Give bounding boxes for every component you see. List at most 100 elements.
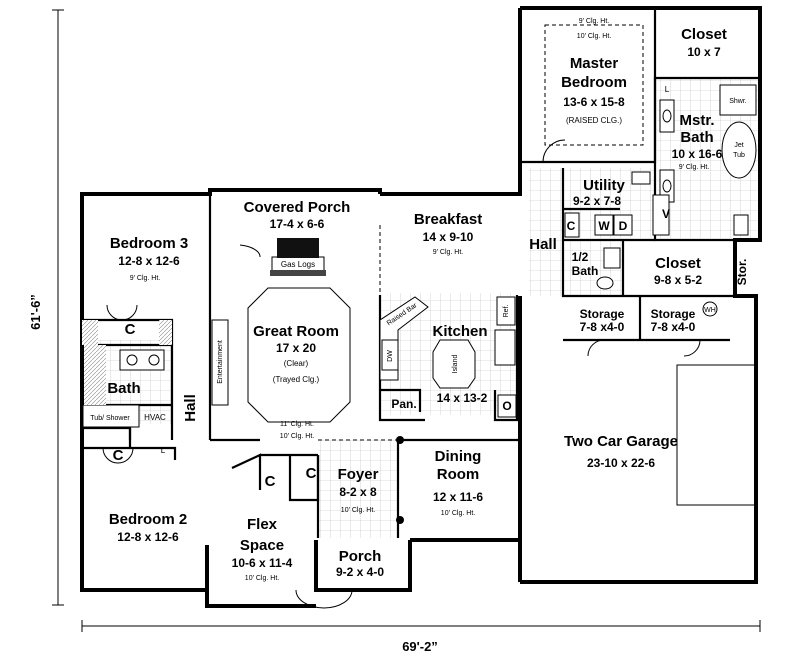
svg-text:9' Clg. Ht.: 9' Clg. Ht. xyxy=(679,164,710,171)
svg-text:Bath: Bath xyxy=(572,264,599,278)
svg-text:Closet: Closet xyxy=(681,26,727,43)
svg-text:Island: Island xyxy=(452,355,459,374)
svg-text:Closet: Closet xyxy=(655,255,701,272)
master-bath: L Shwr. Mstr. Bath 10 x 16-6 9' Clg. Ht.… xyxy=(665,85,747,171)
hall-closet: Closet 9-8 x 5-2 xyxy=(654,255,702,287)
svg-text:Shwr.: Shwr. xyxy=(729,98,747,105)
svg-text:Bath: Bath xyxy=(680,129,713,146)
svg-text:(Trayed Clg.): (Trayed Clg.) xyxy=(273,375,320,384)
svg-text:C: C xyxy=(113,447,124,464)
svg-text:Great Room: Great Room xyxy=(253,323,339,340)
svg-text:9' Clg. Ht.: 9' Clg. Ht. xyxy=(130,275,161,282)
svg-text:Utility: Utility xyxy=(583,177,625,194)
svg-text:10 x 7: 10 x 7 xyxy=(687,45,721,59)
svg-text:L: L xyxy=(161,446,166,455)
svg-text:C: C xyxy=(567,219,576,233)
hall-left: Hall L xyxy=(161,394,199,455)
svg-text:7-8 x4-0: 7-8 x4-0 xyxy=(580,320,625,334)
svg-text:Foyer: Foyer xyxy=(338,466,379,483)
storage-1: Storage 7-8 x4-0 xyxy=(580,307,625,334)
svg-text:WH: WH xyxy=(704,307,716,314)
svg-text:12-8 x 12-6: 12-8 x 12-6 xyxy=(117,530,179,544)
svg-text:Bedroom: Bedroom xyxy=(561,74,627,91)
svg-text:Ref.: Ref. xyxy=(503,305,510,318)
svg-text:Hall: Hall xyxy=(182,394,199,422)
svg-text:C: C xyxy=(265,473,276,490)
svg-text:13-6 x 15-8: 13-6 x 15-8 xyxy=(563,95,625,109)
svg-text:Bedroom 3: Bedroom 3 xyxy=(110,235,188,252)
svg-text:8-2 x 8: 8-2 x 8 xyxy=(339,485,377,499)
svg-text:10 x 16-6: 10 x 16-6 xyxy=(672,147,723,161)
foyer: C Foyer 8-2 x 8 10' Clg. Ht. xyxy=(306,465,379,514)
svg-text:Mstr.: Mstr. xyxy=(679,112,714,129)
svg-text:10' Clg. Ht.: 10' Clg. Ht. xyxy=(441,510,475,517)
dimension-labels: 61'-6” 69'-2” xyxy=(28,294,438,654)
svg-text:V: V xyxy=(662,207,670,221)
svg-text:Storage: Storage xyxy=(651,307,696,321)
half-bath: 1/2 Bath xyxy=(572,250,599,278)
svg-text:Entertainment: Entertainment xyxy=(217,340,224,384)
svg-text:Tub: Tub xyxy=(733,152,745,159)
svg-text:(Clear): (Clear) xyxy=(284,359,309,368)
svg-text:Dining: Dining xyxy=(435,448,482,465)
interior-walls xyxy=(82,8,760,590)
bedroom-3: Bedroom 3 12-8 x 12-6 9' Clg. Ht. C xyxy=(110,235,188,338)
svg-text:Master: Master xyxy=(570,55,619,72)
dining-room: Dining Room 12 x 11-6 10' Clg. Ht. xyxy=(433,448,483,517)
svg-text:W: W xyxy=(598,219,610,233)
svg-text:9-2 x 4-0: 9-2 x 4-0 xyxy=(336,565,384,579)
svg-text:10-6 x 11-4: 10-6 x 11-4 xyxy=(232,556,293,570)
svg-text:D: D xyxy=(619,219,628,233)
svg-text:HVAC: HVAC xyxy=(144,413,166,422)
svg-text:L: L xyxy=(665,85,670,94)
svg-text:Bedroom 2: Bedroom 2 xyxy=(109,511,187,528)
svg-text:C: C xyxy=(306,465,317,482)
covered-porch: Covered Porch 17-4 x 6-6 Gas Logs xyxy=(244,199,351,269)
breakfast-room: Breakfast 14 x 9-10 9' Clg. Ht. xyxy=(414,211,482,256)
bath-left: Bath Tub/ Shower HVAC xyxy=(90,380,166,422)
svg-text:1/2: 1/2 xyxy=(572,250,589,264)
svg-text:Kitchen: Kitchen xyxy=(432,323,487,340)
svg-text:23-10 x 22-6: 23-10 x 22-6 xyxy=(587,456,655,470)
svg-text:Porch: Porch xyxy=(339,548,382,565)
svg-text:10' Clg. Ht.: 10' Clg. Ht. xyxy=(341,507,375,514)
svg-text:Gas Logs: Gas Logs xyxy=(281,260,315,269)
svg-text:Pan.: Pan. xyxy=(391,397,416,411)
svg-text:Covered Porch: Covered Porch xyxy=(244,199,351,216)
svg-text:DW: DW xyxy=(387,350,394,362)
svg-text:Room: Room xyxy=(437,466,480,483)
svg-text:Jet: Jet xyxy=(734,142,743,149)
storage-2: Storage 7-8 x4-0 WH xyxy=(651,307,716,334)
svg-text:9-8 x 5-2: 9-8 x 5-2 xyxy=(654,273,702,287)
svg-text:12-8 x 12-6: 12-8 x 12-6 xyxy=(118,254,180,268)
svg-text:11' Clg. Ht.: 11' Clg. Ht. xyxy=(280,421,314,428)
dimension-lines xyxy=(52,9,761,632)
svg-text:17 x 20: 17 x 20 xyxy=(276,341,316,355)
svg-text:9' Clg. Ht.: 9' Clg. Ht. xyxy=(579,18,610,25)
svg-text:O: O xyxy=(502,399,511,413)
svg-text:9-2 x 7-8: 9-2 x 7-8 xyxy=(573,194,621,208)
great-room: Great Room 17 x 20 (Clear) (Trayed Clg.)… xyxy=(217,323,339,440)
svg-text:Breakfast: Breakfast xyxy=(414,211,482,228)
svg-text:10' Clg. Ht.: 10' Clg. Ht. xyxy=(577,33,611,40)
svg-text:Space: Space xyxy=(240,537,284,554)
fixtures xyxy=(82,24,757,609)
svg-text:Two Car Garage: Two Car Garage xyxy=(564,433,678,450)
svg-text:C: C xyxy=(125,321,136,338)
svg-text:10' Clg. Ht.: 10' Clg. Ht. xyxy=(280,433,314,440)
master-closet: Closet 10 x 7 xyxy=(681,26,727,59)
width-dimension: 69'-2” xyxy=(402,639,438,654)
garage: Two Car Garage 23-10 x 22-6 xyxy=(564,433,678,470)
svg-text:Storage: Storage xyxy=(580,307,625,321)
flex-space: C Flex Space 10-6 x 11-4 10' Clg. Ht. xyxy=(232,473,293,582)
svg-text:10' Clg. Ht.: 10' Clg. Ht. xyxy=(245,575,279,582)
bedroom-2: C Bedroom 2 12-8 x 12-6 xyxy=(109,447,187,544)
svg-text:(RAISED CLG.): (RAISED CLG.) xyxy=(566,116,622,125)
svg-text:Flex: Flex xyxy=(247,516,278,533)
utility-room: Utility 9-2 x 7-8 W D V C xyxy=(567,177,670,233)
svg-text:Bath: Bath xyxy=(107,380,140,397)
svg-text:14 x 9-10: 14 x 9-10 xyxy=(423,230,474,244)
hall-right: Hall xyxy=(529,236,557,253)
storage-closet: Stor. xyxy=(735,259,749,286)
